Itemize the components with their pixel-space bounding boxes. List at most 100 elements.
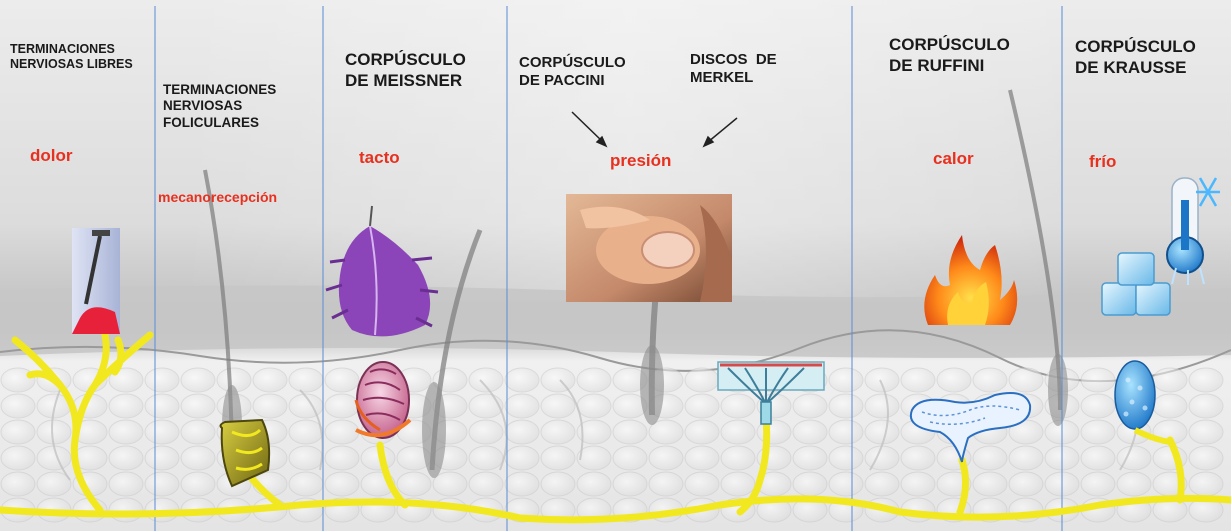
title-line: DE PACCINI <box>519 72 626 90</box>
dermis-cell <box>973 368 1007 392</box>
dermis-cell <box>865 420 899 444</box>
finger-pressure-photo <box>566 194 732 302</box>
dermis-cell <box>829 420 863 444</box>
dermis-cell <box>1009 446 1043 470</box>
nail-pain-icon <box>72 228 120 334</box>
title-line: NERVIOSAS <box>163 98 276 114</box>
title-line: NERVIOSAS LIBRES <box>10 57 133 72</box>
dermis-cell <box>469 472 503 496</box>
dermis-cell <box>721 394 755 418</box>
dermis-cell <box>865 368 899 392</box>
dermis-cell <box>685 368 719 392</box>
title-line: TERMINACIONES <box>163 82 276 98</box>
dermis-cell <box>1081 420 1115 444</box>
title-line: DE MEISSNER <box>345 71 466 92</box>
dermis-cell <box>505 368 539 392</box>
dermis-cell <box>469 368 503 392</box>
dermis-cell <box>577 472 611 496</box>
dermis-cell <box>181 472 215 496</box>
title-line: CORPÚSCULO <box>1075 37 1196 58</box>
dermis-cell <box>613 420 647 444</box>
title-discos-merkel: DISCOS DE MERKEL <box>690 51 777 88</box>
dermis-cell <box>649 472 683 496</box>
dermis-cell <box>1117 472 1151 496</box>
dermis-cell <box>145 394 179 418</box>
dermis-cell <box>829 368 863 392</box>
dermis-cell <box>181 394 215 418</box>
dermis-cell <box>829 394 863 418</box>
dermis-cell <box>1081 394 1115 418</box>
title-terminaciones-foliculares: TERMINACIONES NERVIOSAS FOLICULARES <box>163 82 276 131</box>
dermis-cell <box>973 446 1007 470</box>
title-line: DISCOS DE <box>690 51 777 69</box>
dermis-cell <box>289 420 323 444</box>
dermis-cell <box>1153 394 1187 418</box>
dermis-cell <box>793 446 827 470</box>
title-corpusculo-meissner: CORPÚSCULO DE MEISSNER <box>345 50 466 91</box>
sensation-mecanorecepcion: mecanorecepción <box>158 189 277 205</box>
dermis-cell <box>613 472 647 496</box>
dermis-cell <box>613 446 647 470</box>
dermis-cell <box>181 368 215 392</box>
title-terminaciones-libres: TERMINACIONES NERVIOSAS LIBRES <box>10 42 133 73</box>
dermis-cell <box>577 368 611 392</box>
title-corpusculo-krausse: CORPÚSCULO DE KRAUSSE <box>1075 37 1196 78</box>
dermis-cell <box>1189 394 1223 418</box>
dermis-cell <box>37 420 71 444</box>
dermis-cell <box>1189 472 1223 496</box>
dermis-cell <box>973 472 1007 496</box>
dermis-cell <box>793 394 827 418</box>
dermis-cell <box>145 446 179 470</box>
sensation-dolor: dolor <box>30 146 73 166</box>
dermis-cell <box>181 420 215 444</box>
dermis-cell <box>541 394 575 418</box>
dermis-cell <box>181 446 215 470</box>
dermis-cell <box>469 446 503 470</box>
dermis-cell <box>109 498 143 522</box>
dermis-cell <box>289 368 323 392</box>
dermis-cell <box>325 446 359 470</box>
meissner-corpuscle-icon <box>356 362 410 438</box>
dermis-cell <box>505 420 539 444</box>
dermis-cell <box>1081 446 1115 470</box>
dermis-cell <box>865 446 899 470</box>
title-line: CORPÚSCULO <box>519 54 626 72</box>
title-line: TERMINACIONES <box>10 42 133 57</box>
dermis-cell <box>901 368 935 392</box>
dermis-cell <box>433 472 467 496</box>
dermis-cell <box>685 394 719 418</box>
dermis-cell <box>865 394 899 418</box>
dermis-cell <box>253 368 287 392</box>
dermis-cell <box>901 472 935 496</box>
dermis-cell <box>1 420 35 444</box>
dermis-cell <box>109 446 143 470</box>
dermis-cell <box>793 420 827 444</box>
title-line: DE KRAUSSE <box>1075 58 1196 79</box>
dermis-cell <box>109 394 143 418</box>
dermis-cell <box>397 472 431 496</box>
dermis-cell <box>685 472 719 496</box>
dermis-cell <box>721 472 755 496</box>
dermis-cell <box>469 420 503 444</box>
dermis-cell <box>109 472 143 496</box>
dermis-cell <box>685 446 719 470</box>
dermis-cell <box>901 446 935 470</box>
title-corpusculo-ruffini: CORPÚSCULO DE RUFFINI <box>889 35 1010 76</box>
sensation-calor: calor <box>933 149 974 169</box>
dermis-cell <box>1189 368 1223 392</box>
dermis-cell <box>145 420 179 444</box>
dermis-cell <box>109 420 143 444</box>
dermis-cell <box>1153 368 1187 392</box>
dermis-cell <box>505 472 539 496</box>
sensation-tacto: tacto <box>359 148 400 168</box>
dermis-cell <box>1081 368 1115 392</box>
dermis-cell <box>1081 472 1115 496</box>
dermis-cell <box>793 472 827 496</box>
dermis-cell <box>1189 446 1223 470</box>
dermis-cell <box>937 368 971 392</box>
dermis-cell <box>145 472 179 496</box>
dermis-cell <box>1 394 35 418</box>
dermis-cell <box>253 394 287 418</box>
dermis-cell <box>649 446 683 470</box>
sensation-frio: frío <box>1089 152 1116 172</box>
